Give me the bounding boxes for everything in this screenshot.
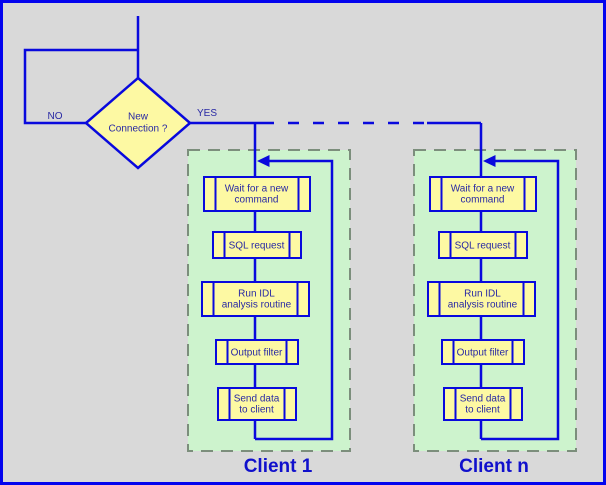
predefined-process-shape xyxy=(203,176,311,212)
client-n-block: Wait for a new command SQL request Run I… xyxy=(413,123,577,477)
step-box-wait-command: Wait for a new command xyxy=(429,176,537,212)
predefined-process-shape xyxy=(429,176,537,212)
step-box-wait-command: Wait for a new command xyxy=(203,176,311,212)
step-label-line1: SQL request xyxy=(455,241,511,252)
loop-back-line xyxy=(481,159,560,441)
step-box-sql-request: SQL request xyxy=(438,231,528,259)
step-label-line1: SQL request xyxy=(229,241,285,252)
predefined-process-shape xyxy=(201,281,310,317)
step-box-send-data: Send data to client xyxy=(443,387,523,421)
step-label-line2: analysis routine xyxy=(448,300,518,311)
predefined-process-shape xyxy=(217,387,297,421)
step-label-line2: analysis routine xyxy=(222,300,292,311)
step-label-line1: Wait for a new xyxy=(225,184,289,195)
step-label-line2: command xyxy=(461,195,505,206)
no-branch-line xyxy=(23,48,138,125)
step-label-line1: Run IDL xyxy=(238,289,275,300)
decision-label-line1: New xyxy=(128,112,149,123)
predefined-process-shape xyxy=(441,339,525,365)
step-box-send-data: Send data to client xyxy=(217,387,297,421)
client-1-block: Wait for a new command SQL request Run I… xyxy=(187,123,351,477)
decision-label-line2: Connection ? xyxy=(109,124,168,135)
step-label-line1: Output filter xyxy=(231,348,283,359)
predefined-process-shape xyxy=(438,231,528,259)
loop-back-line xyxy=(255,159,334,441)
step-box-output-filter: Output filter xyxy=(441,339,525,365)
step-label-line1: Send data xyxy=(234,394,280,405)
client-title: Client 1 xyxy=(244,456,313,477)
predefined-process-shape xyxy=(215,339,299,365)
predefined-process-shape xyxy=(212,231,302,259)
loop-arrowhead-icon xyxy=(257,155,270,167)
predefined-process-shape xyxy=(427,281,536,317)
step-label-line2: to client xyxy=(465,405,500,416)
client-title: Client n xyxy=(459,456,529,477)
loop-arrowhead-icon xyxy=(483,155,496,167)
step-label-line1: Run IDL xyxy=(464,289,501,300)
no-label: NO xyxy=(48,111,63,122)
predefined-process-shape xyxy=(443,387,523,421)
step-label-line2: to client xyxy=(239,405,274,416)
step-box-sql-request: SQL request xyxy=(212,231,302,259)
step-box-output-filter: Output filter xyxy=(215,339,299,365)
step-label-line1: Send data xyxy=(460,394,506,405)
step-label-line1: Wait for a new xyxy=(451,184,515,195)
yes-label: YES xyxy=(197,108,217,119)
step-label-line1: Output filter xyxy=(457,348,509,359)
step-box-run-idl: Run IDL analysis routine xyxy=(427,281,536,317)
decision-diamond xyxy=(84,76,192,170)
step-label-line2: command xyxy=(235,195,279,206)
step-box-run-idl: Run IDL analysis routine xyxy=(201,281,310,317)
